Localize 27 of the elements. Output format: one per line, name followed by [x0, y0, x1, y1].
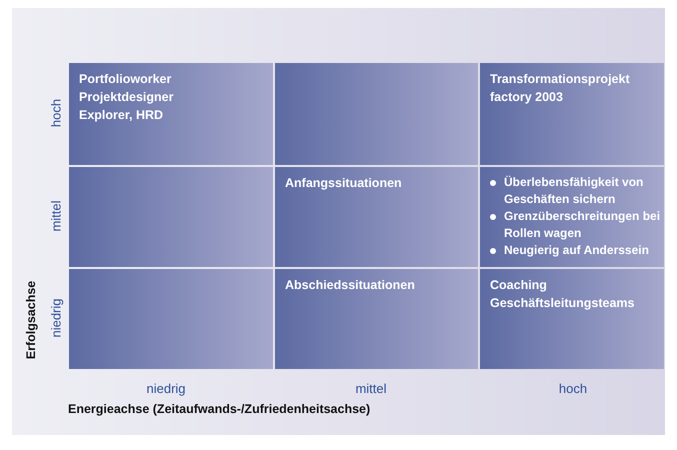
- bullet-text: Überlebensfähigkeit von Geschäften sichern: [504, 174, 644, 208]
- matrix-cell: [69, 63, 273, 165]
- matrix-cell: [480, 167, 664, 267]
- axis-tick-label: hoch: [558, 381, 588, 396]
- axis-title: Energieachse (Zeitaufwands-/Zufriedenheitsachse): [68, 402, 370, 416]
- cell-text: Abschiedssituationen: [285, 277, 416, 294]
- empty-cell: [275, 63, 478, 165]
- cell-text: Coaching Geschäftsleitungsteams: [490, 277, 636, 312]
- axis-tick-label: niedrig: [146, 381, 186, 396]
- axis-tick-label: mittel: [355, 381, 387, 396]
- cell-text: Transformationsprojekt factory 2003: [490, 71, 631, 106]
- axis-tick-label: mittel: [48, 200, 64, 232]
- axis-title: Erfolgsachse: [24, 280, 38, 360]
- matrix-cell: [480, 269, 664, 369]
- cell-text: Portfolioworker: [79, 71, 172, 88]
- empty-cell: [69, 269, 273, 369]
- cell-text: Explorer, HRD: [79, 107, 164, 124]
- cell-text: Projektdesigner: [79, 89, 174, 106]
- empty-cell: [69, 167, 273, 267]
- axis-tick-label: hoch: [48, 98, 64, 128]
- matrix-cell: [275, 167, 478, 267]
- axis-tick-label: niedrig: [48, 298, 64, 338]
- matrix-cell: [275, 269, 478, 369]
- bullet-text: Neugierig auf Anderssein: [504, 242, 649, 259]
- matrix-cell: [480, 63, 664, 165]
- cell-text: Anfangssituationen: [285, 175, 403, 192]
- bullet-text: Grenzüberschreitungen bei Rollen wagen: [504, 208, 662, 242]
